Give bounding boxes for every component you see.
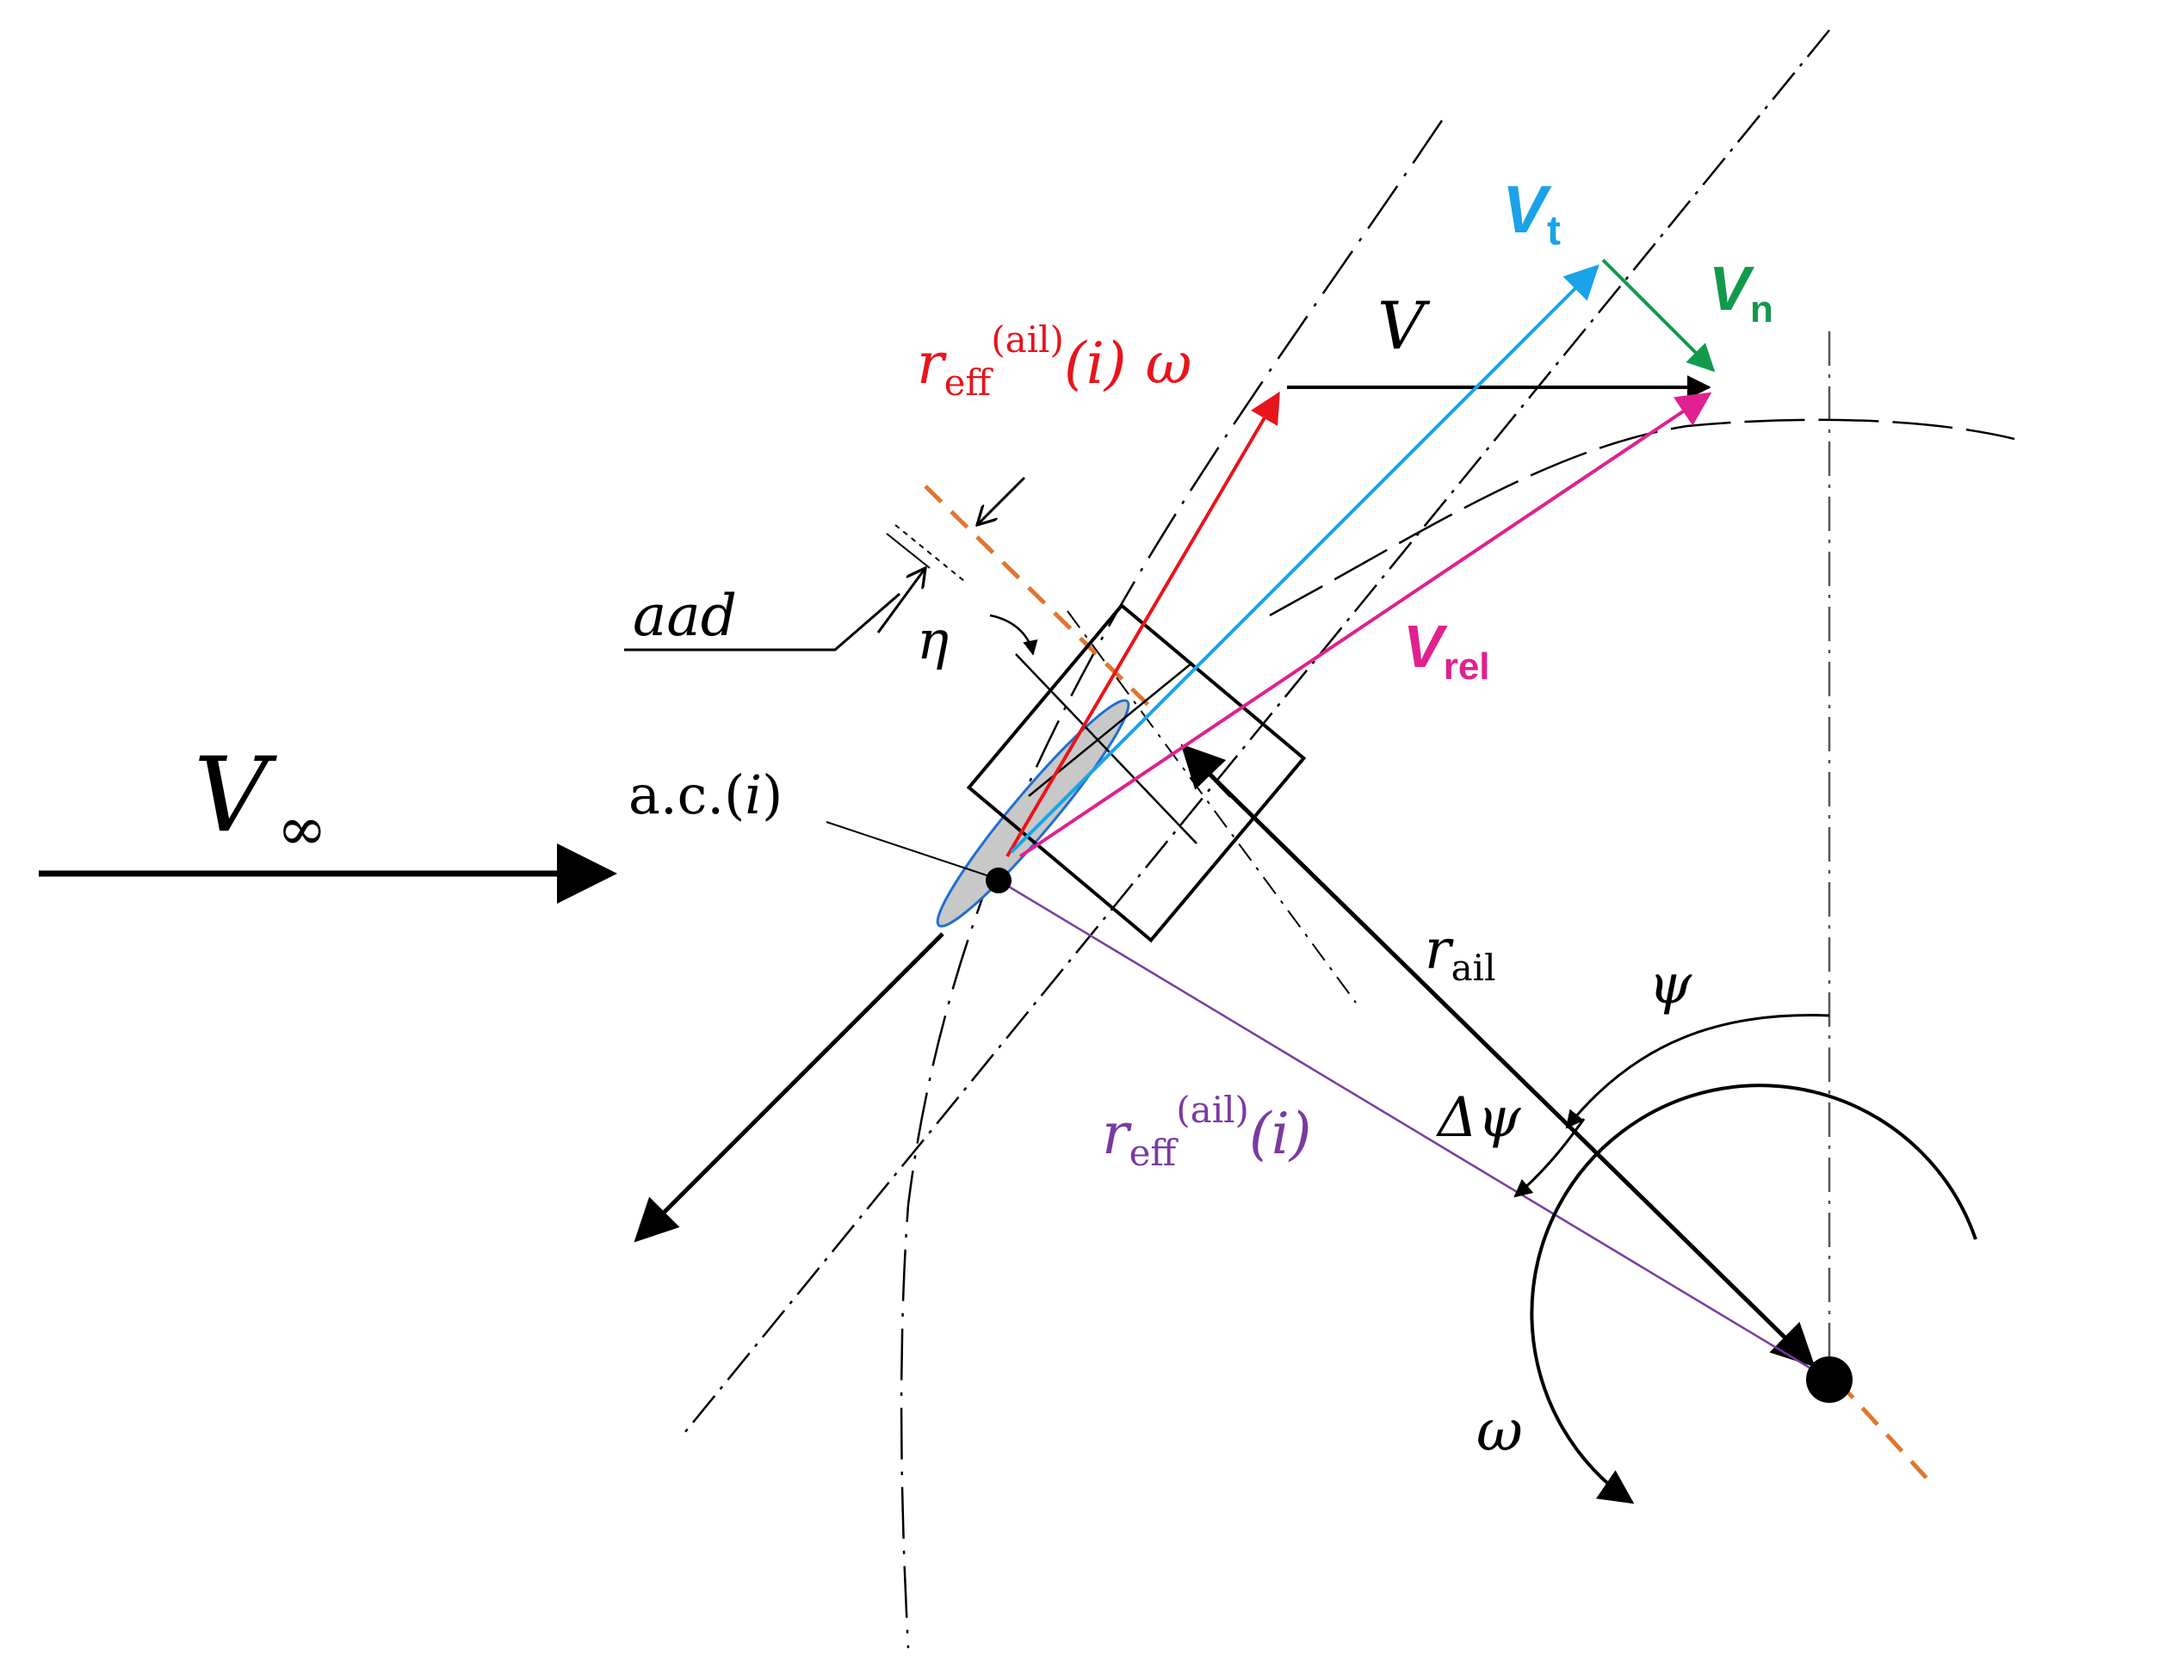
delta-psi-angle-arc xyxy=(1513,1118,1586,1198)
v-n-arrow xyxy=(1601,258,1716,373)
aad-extension-line-a xyxy=(886,533,931,569)
r-ail-arrow xyxy=(1182,747,1816,1368)
r-eff-omega-arrow xyxy=(1005,391,1280,858)
aad-extension-line-b xyxy=(894,524,965,582)
aerodynamic-axis-dashed-tail xyxy=(1836,1380,1934,1486)
label-v-rel: Vrel xyxy=(1403,613,1490,688)
aerodynamic-axis-dashed xyxy=(924,485,1160,716)
label-reff-omega: reff(ail)(i)ω xyxy=(917,318,1191,404)
label-delta-psi: Δψ xyxy=(1435,1086,1521,1150)
label-reff: reff(ail)(i) xyxy=(1102,1089,1312,1174)
label-v-infinity: V∞ xyxy=(194,736,327,864)
tangential-back-arrow xyxy=(634,932,944,1243)
aad-dim-arrow-bottom xyxy=(876,568,925,633)
label-aerodynamic-center: a.c.(i) xyxy=(628,763,783,826)
v-rel-arrow xyxy=(1018,392,1712,858)
r-eff-line xyxy=(998,879,1830,1381)
label-v-t: Vt xyxy=(1502,171,1561,254)
label-v: V xyxy=(1377,287,1431,364)
label-omega: ω xyxy=(1476,1398,1523,1464)
label-eta: η xyxy=(917,608,949,671)
omega-rotation-arc xyxy=(1530,1084,1977,1504)
blade-chord-axis-line xyxy=(684,29,1830,1434)
square-inner-line-a xyxy=(1015,653,1197,844)
aad-leader-line xyxy=(624,592,900,652)
hub-center-dot xyxy=(1806,1356,1853,1403)
aad-dim-arrow-top xyxy=(977,476,1026,525)
v-t-arrow xyxy=(1010,264,1599,854)
blade-path-arc-left xyxy=(900,120,1444,1649)
label-v-n: Vn xyxy=(1709,255,1773,330)
aerodynamic-center-dot xyxy=(986,868,1012,893)
label-r-ail: rail xyxy=(1425,918,1496,989)
blade-attachment-square xyxy=(966,602,1307,943)
eta-angle-arrow xyxy=(989,614,1038,656)
label-aad: aad xyxy=(633,583,737,649)
r-ail-arrow-reverse-tip xyxy=(1180,744,1233,798)
blade-path-arc-right xyxy=(1269,418,2015,617)
label-psi: ψ xyxy=(1649,953,1692,1016)
ac-leader-line xyxy=(826,821,995,879)
psi-angle-arc xyxy=(1565,1014,1830,1129)
